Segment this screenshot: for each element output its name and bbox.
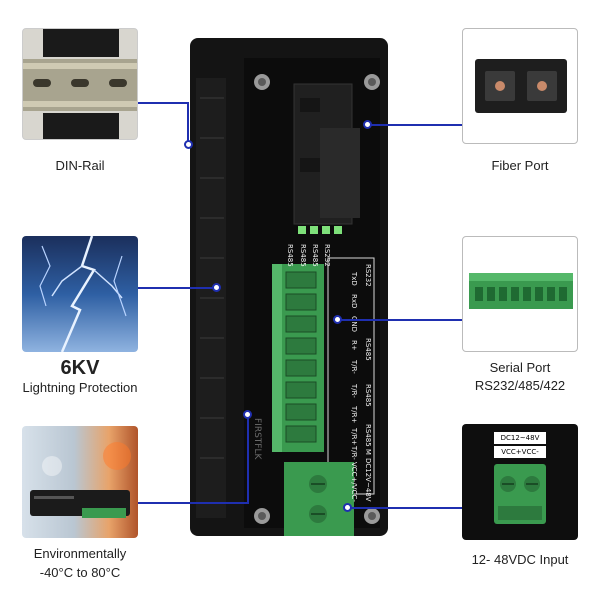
environment-label-line2: -40°C to 80°C: [39, 565, 121, 580]
serial-connector: [338, 319, 462, 321]
led-label-3: RS485: [311, 244, 319, 267]
rs485-header: RS485: [364, 338, 372, 361]
power-tag-1: DC12~48V: [494, 432, 546, 444]
power-connector: [350, 507, 462, 509]
fiber-port-image: [462, 28, 578, 144]
power-input-image: DC12~48V VCC+VCC-: [462, 424, 578, 540]
rs232-header: RS232: [364, 264, 372, 287]
brand-logo: FIRSTFLK: [252, 418, 262, 460]
environment-label-line1: Environmentally: [33, 546, 127, 561]
power-pointer: [343, 503, 352, 512]
serial-port-label-line2: RS232/485/422: [474, 378, 566, 393]
environment-connector-v: [247, 418, 249, 504]
rs485-2-pin-1: T/R-: [350, 384, 358, 398]
serial-pointer: [333, 315, 342, 324]
led-label-2: RS485: [299, 244, 307, 267]
converter-device: RS485 RS485 RS485 RS232 RS232 TxD RxD GN…: [190, 38, 388, 536]
lightning-connector: [138, 287, 214, 289]
din-rail-connector: [138, 102, 188, 104]
fiber-port-illustration: [475, 59, 567, 113]
led-label-4: RS232: [323, 244, 331, 267]
rs485-2-header: RS485: [364, 384, 372, 407]
environment-pointer: [243, 410, 252, 419]
rs422-pin-2: T/R-: [350, 446, 358, 460]
serial-port-label-line1: Serial Port: [489, 360, 551, 375]
din-rail-image: [22, 28, 138, 140]
din-rail-connector-v: [187, 102, 189, 142]
led-label-1: RS485: [286, 244, 294, 267]
environment-connector: [138, 502, 248, 504]
power-terminal-illustration: [494, 464, 546, 524]
lightning-pointer: [212, 283, 221, 292]
rs422-pin-1: T/R+: [350, 428, 358, 446]
din-rail-illustration: [23, 29, 137, 139]
lightning-value: 6KV: [60, 357, 100, 379]
din-rail-pointer: [184, 140, 193, 149]
fiber-port-label: Fiber Port: [491, 158, 549, 173]
fiber-connector: [370, 124, 462, 126]
rs232-pin-1: TxD: [350, 272, 358, 286]
rs485-pin-2: T/R-: [350, 360, 358, 374]
rs485-pin-1: R+: [350, 340, 358, 351]
terminal-block-illustration: [469, 273, 573, 309]
power-tag-2: VCC+VCC-: [494, 446, 546, 458]
rs422-header: RS485 M: [364, 424, 372, 455]
power-spec-label: DC12V~48V: [364, 458, 372, 502]
lightning-bolt-icon: [39, 236, 127, 352]
power-pins-label: VCC+/VCC-: [350, 462, 358, 502]
serial-port-image: [462, 236, 578, 352]
rs485-2-pin-2: T/R+: [350, 406, 358, 424]
device-in-environment-illustration: [30, 442, 131, 518]
lightning-image: [22, 236, 138, 352]
power-input-label: 12- 48VDC Input: [471, 552, 569, 567]
environment-image: [22, 426, 138, 538]
lightning-label: Lightning Protection: [22, 380, 138, 395]
device-body: [190, 38, 388, 536]
din-rail-label: DIN-Rail: [55, 158, 105, 173]
fiber-pointer: [363, 120, 372, 129]
rs232-pin-2: RxD: [350, 294, 358, 309]
